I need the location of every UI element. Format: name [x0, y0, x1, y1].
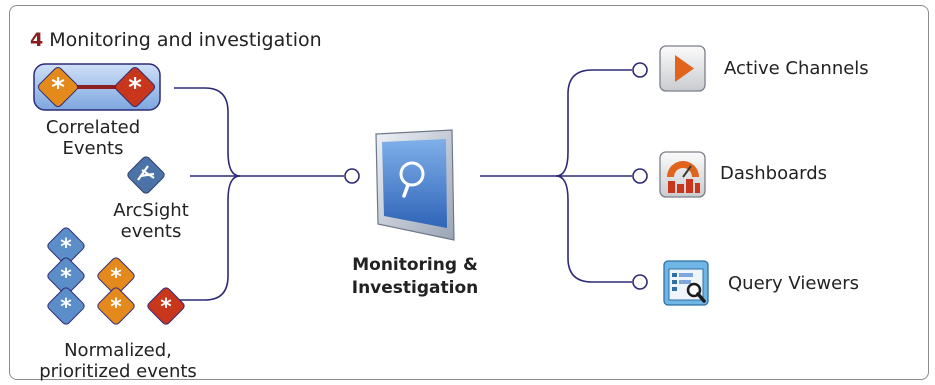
- heading-title: Monitoring and investigation: [49, 29, 322, 51]
- svg-text:*: *: [60, 295, 72, 320]
- dashboard-chart-icon: [659, 151, 706, 198]
- normalized-events-label-line2: prioritized events: [39, 361, 197, 382]
- center-node-label-line2: Investigation: [351, 278, 479, 298]
- correlated-events-label: Correlated Events: [26, 117, 160, 159]
- query-viewers-port: [632, 274, 648, 290]
- dashboards-port: [632, 168, 648, 184]
- center-node-label-line1: Monitoring &: [352, 255, 478, 275]
- svg-text:*: *: [51, 73, 65, 103]
- correlated-events-label-line2: Events: [62, 138, 124, 159]
- correlated-events-icon: * *: [33, 63, 161, 111]
- correlated-events-label-line1: Correlated: [45, 117, 141, 138]
- query-viewers-label: Query Viewers: [728, 273, 859, 294]
- dashboards-label: Dashboards: [720, 163, 828, 184]
- svg-text:*: *: [110, 265, 122, 290]
- center-node-label: Monitoring & Investigation: [330, 254, 500, 300]
- diagram-frame: [9, 5, 929, 380]
- arcsight-events-label: ArcSight events: [96, 200, 206, 242]
- step-number: 4: [30, 29, 44, 51]
- active-channels-port: [632, 62, 648, 78]
- normalized-events-icon: * * * * * *: [47, 227, 185, 325]
- svg-text:*: *: [60, 265, 72, 290]
- active-channels-label: Active Channels: [724, 58, 869, 79]
- svg-text:*: *: [128, 73, 142, 103]
- normalized-events-label: Normalized, prioritized events: [6, 340, 230, 382]
- monitor-search-icon: [375, 129, 455, 241]
- center-input-port: [344, 168, 360, 184]
- play-icon: [659, 45, 706, 92]
- normalized-events-label-line1: Normalized,: [64, 340, 172, 361]
- svg-text:*: *: [110, 295, 122, 320]
- svg-text:*: *: [160, 295, 172, 320]
- arcsight-events-label-line2: events: [120, 221, 182, 242]
- svg-text:*: *: [60, 235, 72, 260]
- arcsight-events-label-line1: ArcSight: [113, 200, 189, 221]
- arcsight-logo-icon: [127, 156, 165, 194]
- query-viewer-icon: [663, 260, 709, 306]
